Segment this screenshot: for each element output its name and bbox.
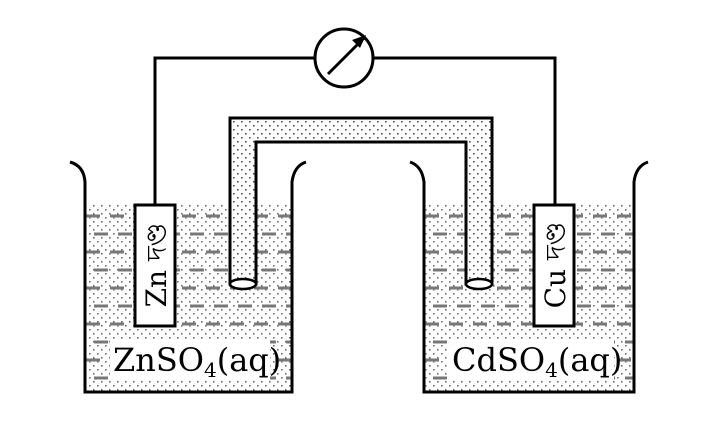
zn-electrode-symbol: Zn bbox=[140, 270, 173, 308]
left-solution-label: ZnSO4(aq) bbox=[113, 341, 281, 382]
cu-electrode-symbol: Cu bbox=[539, 269, 572, 308]
right-beaker bbox=[409, 160, 649, 394]
cu-electrode-word: দণ্ড bbox=[539, 222, 572, 261]
left-beaker bbox=[69, 160, 307, 394]
right-solution-label: CdSO4(aq) bbox=[452, 341, 622, 382]
zn-electrode: Zn দণ্ড bbox=[133, 203, 177, 328]
zn-electrode-word: দণ্ড bbox=[140, 223, 173, 262]
cu-electrode: Cu দণ্ড bbox=[532, 203, 576, 328]
svg-text:Zn দণ্ড: Zn দণ্ড bbox=[140, 223, 173, 308]
svg-text:Cu দণ্ড: Cu দণ্ড bbox=[539, 222, 572, 309]
wire-left bbox=[153, 56, 315, 205]
salt-bridge-left-opening bbox=[228, 277, 258, 291]
wire-right bbox=[373, 56, 557, 205]
salt-bridge-right-opening bbox=[464, 277, 494, 291]
galvanometer-icon bbox=[313, 27, 375, 89]
